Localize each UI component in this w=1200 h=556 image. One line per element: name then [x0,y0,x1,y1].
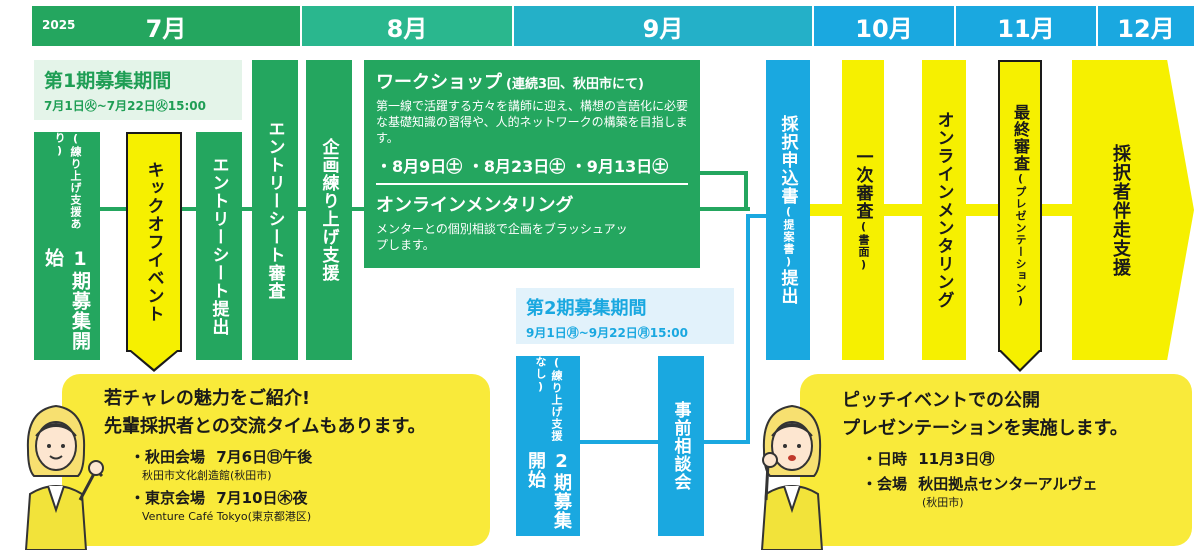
step-adopted-support [1072,60,1194,360]
phase2-period-box: 第2期募集期間 9月1日㊊~9月22日㊊15:00 [516,288,734,344]
workshop-box: ワークショップ (連続3回、秋田市にて) 第一線で活躍する方々を講師に迎え、構想… [364,60,700,268]
adopted-support-label: 採択者伴走支援 [1110,143,1131,277]
workshop-desc: 第一線で活躍する方々を講師に迎え、構想の言語化に必要な基礎知識の習得や、人的ネッ… [376,99,689,146]
month-december: 12月 [1098,6,1194,46]
woman-calling-illustration [760,404,824,550]
recruit2-note: (練り上げ支援なし) [534,356,563,442]
apply-label: 採択申込書 [777,115,798,205]
akita-label: ・秋田会場 [130,448,206,466]
recruit2-label: 2期募集開始 [525,450,572,530]
month-august: 8月 [302,6,512,46]
workshop-title-row: ワークショップ (連続3回、秋田市にて) [376,68,688,94]
final-review-label: 最終審査 [1011,104,1030,172]
cyan-flow-line [540,440,750,444]
green-flow-line-v [744,171,748,211]
pitch-place-value: 秋田拠点センターアルヴェ [918,475,1098,493]
green-flow-line-h2 [700,171,746,175]
month-september-label: 9月 [642,14,684,43]
consult-label: 事前相談会 [670,401,691,491]
phase1-period: 7月1日㊋~7月22日㊋15:00 [44,99,207,113]
akita-row: ・秋田会場 7月6日㊐午後 [130,446,484,467]
month-july-label: 7月 [145,14,187,43]
month-august-label: 8月 [386,14,428,43]
recruit1-label: 1期募集開始 [42,248,91,352]
step-plan-support: 企画練り上げ支援 [306,60,352,360]
pitch-date-value: 11月3日㊊ [918,450,995,468]
pitch-bubble-text: ピッチイベントでの公開 プレゼンテーションを実施します。 ・日時 11月3日㊊ … [842,386,1182,510]
tokyo-venue: Venture Café Tokyo(東京都港区) [142,510,312,523]
plan-support-label: 企画練り上げ支援 [318,138,339,282]
pitch-date-row: ・日時 11月3日㊊ [862,448,1182,469]
apply-note: (提案書) [782,205,795,269]
pitch-place-label: ・会場 [862,475,908,493]
phase1-period-box: 第1期募集期間 7月1日㊋~7月22日㊋15:00 [34,60,242,120]
cyan-flow-line-v [746,214,750,444]
tokyo-row: ・東京会場 7月10日㊍夜 [130,487,484,508]
final-review-arrow-fill [1001,350,1039,369]
kickoff-label: キックオフイベント [143,161,164,323]
workshop-dates: ・8月9日㊏ ・8月23日㊏ ・9月13日㊏ [376,153,688,185]
step-entry-review: エントリーシート審査 [252,60,298,360]
step-entry-submit: エントリーシート提出 [196,132,242,360]
step-kickoff: キックオフイベント [126,132,182,352]
pitch-bubble-line1: ピッチイベントでの公開 [842,390,1040,411]
pitch-place-row: ・会場 秋田拠点センターアルヴェ [862,473,1182,494]
pitch-bubble-line2: プレゼンテーションを実施します。 [842,418,1128,439]
online-mentoring-label: オンラインメンタリング [933,111,954,309]
workshop-title: ワークショップ [376,72,502,93]
akita-date: 7月6日㊐午後 [216,448,313,466]
pitch-place-note: (秋田市) [922,496,964,509]
month-november-label: 11月 [997,14,1055,43]
step-recruit1: 1期募集開始 (練り上げ支援あり) [34,132,100,360]
month-november: 11月 [956,6,1096,46]
step-consult: 事前相談会 [658,356,704,536]
phase2-title: 第2期募集期間 [526,298,647,319]
step-online-mentoring: オンラインメンタリング [922,60,966,360]
phase1-title: 第1期募集期間 [44,70,172,92]
cyan-flow-line-h [746,214,770,218]
mentoring-title: オンラインメンタリング [376,194,574,216]
step-apply-submit: 採択申込書 (提案書) 提出 [766,60,810,360]
tokyo-label: ・東京会場 [130,489,206,507]
woman-cheering-illustration [24,404,104,550]
phase2-period: 9月1日㊊~9月22日㊊15:00 [526,326,689,340]
kickoff-bubble-text: 若チャレの魅力をご紹介! 先輩採択者との交流タイムもあります。 ・秋田会場 7月… [104,384,484,524]
final-review-note: (プレゼンテーション) [1014,172,1027,308]
kickoff-arrow-fill [131,350,177,369]
month-december-label: 12月 [1117,14,1175,43]
workshop-title-note: (連続3回、秋田市にて) [506,77,644,92]
step-first-review: 一次審査 (書面) [842,60,884,360]
month-july: 7月 [32,6,300,46]
first-review-note: (書面) [857,220,870,272]
tokyo-date: 7月10日㊍夜 [216,489,308,507]
kickoff-bubble [62,374,490,546]
year-label: 2025 [42,18,76,32]
month-october: 10月 [814,6,954,46]
apply-tail: 提出 [777,269,798,305]
recruit1-note: (練り上げ支援あり) [53,132,82,230]
adopted-support-text-wrap: 採択者伴走支援 [1090,60,1150,360]
step-recruit2: 2期募集開始 (練り上げ支援なし) [516,356,580,536]
pitch-date-label: ・日時 [862,450,908,468]
first-review-label: 一次審査 [852,148,873,220]
kickoff-bubble-line2: 先輩採択者との交流タイムもあります。 [104,416,426,437]
pitch-bubble [800,374,1192,546]
akita-venue: 秋田市文化創造館(秋田市) [142,469,272,482]
month-october-label: 10月 [855,14,913,43]
mentoring-desc: メンターとの個別相談で企画をブラッシュアップします。 [376,221,628,252]
entry-review-label: エントリーシート審査 [264,120,285,300]
month-september: 9月 [514,6,812,46]
entry-submit-label: エントリーシート提出 [208,156,229,336]
step-final-review: 最終審査 (プレゼンテーション) [998,60,1042,352]
kickoff-bubble-line1: 若チャレの魅力をご紹介! [104,388,311,409]
